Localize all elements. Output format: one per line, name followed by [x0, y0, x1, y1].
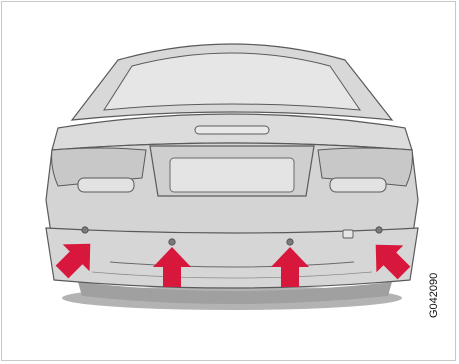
- parking-sensor-left-inner: [169, 239, 175, 245]
- parking-sensor-right-inner: [287, 239, 293, 245]
- tail-light-right-lower: [330, 178, 386, 192]
- brake-light: [195, 126, 269, 134]
- figure-code: G042090: [428, 273, 440, 318]
- parking-sensor-left-outer: [82, 227, 88, 233]
- tail-light-left-lower: [78, 178, 134, 192]
- parking-sensor-right-outer: [376, 227, 382, 233]
- license-plate: [170, 158, 294, 192]
- tow-hook-cover: [343, 230, 353, 238]
- rear-bumper: [46, 228, 418, 288]
